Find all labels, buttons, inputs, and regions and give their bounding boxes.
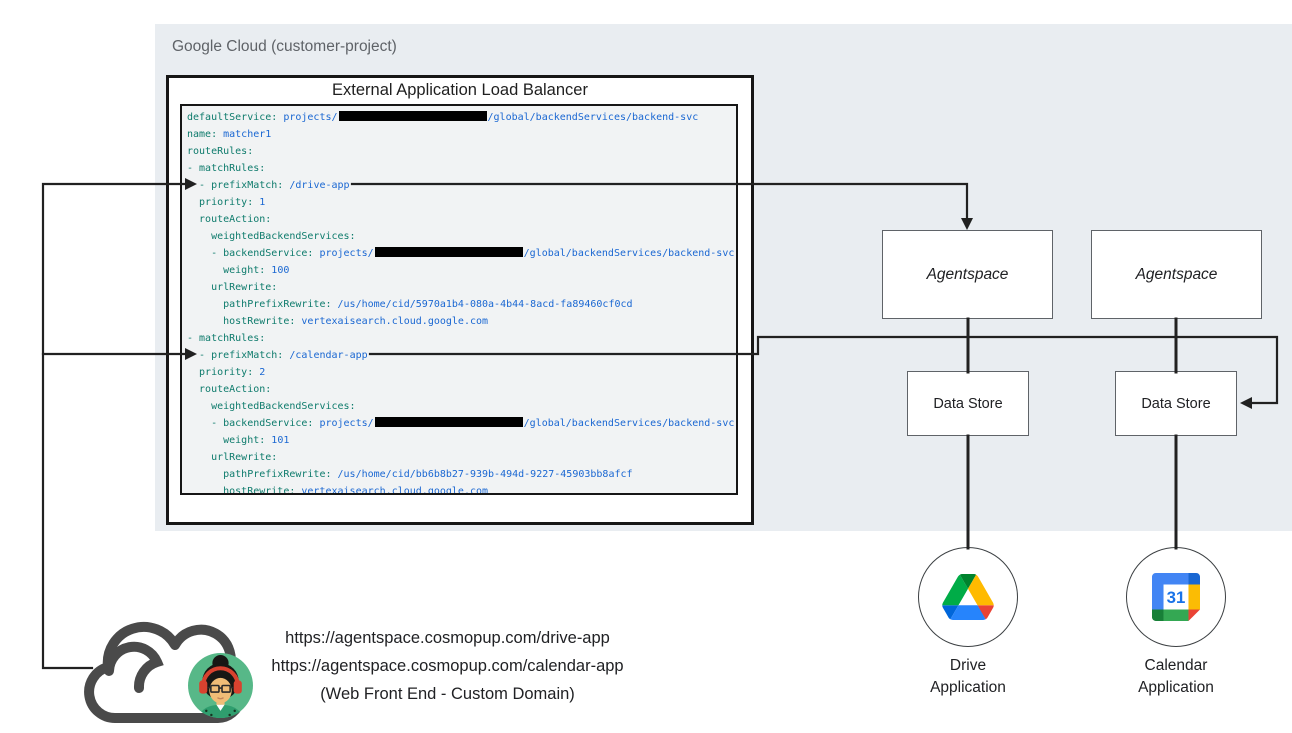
drive-app-url: https://agentspace.cosmopup.com/drive-ap… — [285, 629, 610, 647]
code-line: hostRewrite: vertexaisearch.cloud.google… — [187, 486, 489, 495]
code-line: weight: 100 — [187, 265, 290, 276]
agentspace-box-1-label: Agentspace — [926, 265, 1009, 283]
data-store-box-1: Data Store — [907, 371, 1029, 436]
code-line: defaultService: projects//global/backend… — [187, 111, 699, 123]
redacted-project-id — [374, 247, 523, 257]
calendar-application-label: Calendar Application — [1138, 657, 1214, 696]
data-store-box-2: Data Store — [1115, 371, 1237, 436]
code-line: routeRules: — [187, 146, 254, 157]
calendar-app-url: https://agentspace.cosmopup.com/calendar… — [271, 657, 624, 675]
code-line: pathPrefixRewrite: /us/home/cid/5970a1b4… — [187, 299, 633, 310]
drive-application-label: Drive Application — [930, 657, 1006, 696]
drive-app-circle — [918, 547, 1018, 647]
code-line: pathPrefixRewrite: /us/home/cid/bb6b8b27… — [187, 469, 633, 480]
code-line: weight: 101 — [187, 435, 290, 446]
agentspace-box-1: Agentspace — [882, 230, 1053, 319]
code-line: urlRewrite: — [187, 282, 278, 293]
code-line: - prefixMatch: /drive-app — [187, 180, 350, 191]
data-store-box-1-label: Data Store — [933, 395, 1003, 412]
data-store-box-2-label: Data Store — [1141, 395, 1211, 412]
code-line: - prefixMatch: /calendar-app — [187, 350, 368, 361]
code-line: weightedBackendServices: — [187, 231, 356, 242]
agentspace-box-2-label: Agentspace — [1135, 265, 1218, 283]
code-line: urlRewrite: — [187, 452, 278, 463]
code-line: - matchRules: — [187, 163, 266, 174]
frontend-caption: (Web Front End - Custom Domain) — [320, 685, 575, 703]
calendar-app-circle: 31 — [1126, 547, 1226, 647]
google-cloud-label: Google Cloud (customer-project) — [172, 38, 397, 55]
code-line: - backendService: projects//global/backe… — [187, 247, 735, 259]
code-line: - matchRules: — [187, 333, 266, 344]
agentspace-box-2: Agentspace — [1091, 230, 1262, 319]
code-line: routeAction: — [187, 384, 272, 395]
code-line: routeAction: — [187, 214, 272, 225]
google-calendar-icon: 31 — [1152, 573, 1200, 621]
redacted-project-id — [374, 417, 523, 427]
code-line: name: matcher1 — [187, 129, 272, 140]
user-avatar-icon — [188, 653, 253, 718]
code-line: weightedBackendServices: — [187, 401, 356, 412]
redacted-project-id — [338, 111, 487, 121]
url-map-code-block: defaultService: projects//global/backend… — [180, 104, 738, 495]
google-drive-icon — [942, 574, 994, 620]
code-line: priority: 1 — [187, 197, 266, 208]
frontend-url-block: https://agentspace.cosmopup.com/drive-ap… — [240, 624, 655, 708]
calendar-icon-number: 31 — [1167, 588, 1186, 607]
load-balancer-title: External Application Load Balancer — [332, 81, 588, 99]
code-line: hostRewrite: vertexaisearch.cloud.google… — [187, 316, 489, 327]
code-line: priority: 2 — [187, 367, 266, 378]
code-line: - backendService: projects//global/backe… — [187, 417, 735, 429]
